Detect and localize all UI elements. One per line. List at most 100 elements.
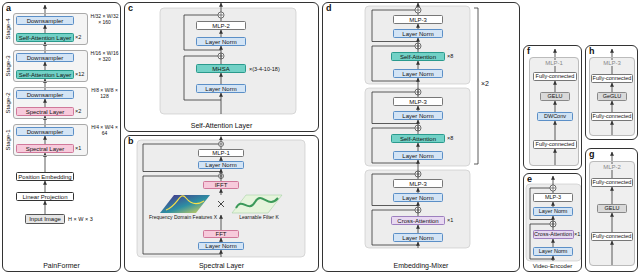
flow-arrow [553,216,554,230]
layer-box: Fully-connected [591,74,633,83]
text-holder: Cross-Attention [397,218,438,224]
box-label: Layer Norm [539,248,568,254]
box-label: Self-Attention [400,54,436,60]
layer-box: MLP-2 [196,21,246,30]
box-label: Layer Norm [402,153,433,159]
panel-caption: Spectral Layer [199,262,244,269]
flow-arrow [612,83,613,92]
flow-line [221,3,222,12]
text-holder: DWConv [544,114,566,120]
layer-box: DWConv [537,112,573,121]
add-plus [551,186,555,190]
box-label: Self-Attention Layer [19,72,72,78]
flow-arrow [45,136,46,144]
box-label: Layer Norm [402,235,433,241]
layer-box: GELU [540,92,570,101]
layer-box: Self-Attention Layer [16,70,74,79]
region-label: MLP-3 [602,60,622,66]
text-holder: Layer Norm [205,162,236,168]
frequency-surface [160,195,210,213]
layer-box: IFFT [203,181,239,189]
text-holder: Frequency Domain Features X [147,215,219,221]
layer-box: Fully-connected [533,140,577,149]
filter-wave [236,198,278,208]
text-holder: Layer Norm [402,235,433,241]
layer-box: Spectral Layer [16,144,74,153]
text-holder: GELU [548,94,563,100]
mlp-region: MLP-3Fully-connectedGeGLUFully-connected [589,57,635,136]
flow-arrow [555,101,556,112]
layer-box: Downsampler [16,90,74,99]
text-holder: Fully-connected [593,234,632,240]
repeat-count: ×(3-4-10-18) [249,66,280,72]
text-holder: Layer Norm [205,243,236,249]
box-label: Cross-Attention [534,231,572,237]
flow-line [221,215,222,230]
box-label: Position Embedding [18,174,71,180]
stage-box: Stage-1DownsamplerSpectral Layer [13,124,88,156]
repeat-count: ×1 [75,145,81,151]
text-holder: Fully-connected [593,180,632,186]
flow-arrow [45,79,46,90]
flow-arrow [221,169,222,181]
text-holder: PainFormer [3,262,120,269]
box-label: FFT [216,231,227,237]
text-holder: IFFT [215,182,228,188]
text-holder: MLP-3 [409,17,427,23]
box-label: Self-Attention Layer [19,35,72,41]
box-label: GELU [605,205,620,211]
flow-arrow [418,61,419,69]
box-label: Downsampler [27,129,64,135]
text-holder: Video-Encoder [524,263,581,269]
group-region [365,170,470,248]
flow-arrow [45,116,46,127]
text-holder: Layer Norm [539,249,568,255]
text-holder: Stage-2 [2,88,12,118]
text-holder: MLP-3 [590,60,634,66]
text-holder: ×(3-4-10-18) [249,66,295,72]
flow-line [553,176,554,185]
panel-box: dEmbedding-MixerMLP-3Layer NormSelf-Atte… [322,2,520,272]
text-holder: g [589,150,595,159]
panel-box: eVideo-EncoderMLP-3Layer NormCross-Atten… [523,173,582,272]
text-holder: Downsampler [27,18,64,24]
text-holder: MHSA [212,66,229,72]
layer-box: Layer Norm [196,37,246,46]
box-label: DWConv [544,113,566,119]
box-label: Layer Norm [205,243,236,249]
layer-box: MHSA [196,64,246,73]
flow-arrow [45,25,46,33]
text-holder: ×2 [481,80,501,88]
layer-box: Fully-connected [591,232,633,241]
text-holder: Embedding-Mixer [323,262,519,269]
text-holder: MLP-3 [409,99,427,105]
box-label: Layer Norm [205,39,236,45]
surface-peak [166,196,204,210]
text-holder: Layer Norm [402,113,433,119]
panel-letter: a [6,3,11,13]
region-label: MLP-2 [602,164,622,170]
text-holder: Fully-connected [593,114,632,120]
mlp-region: MLP-1Fully-connectedGELUDWConvFully-conn… [529,57,579,166]
box-label: Fully-connected [536,141,575,147]
layer-box: Downsampler [16,127,74,136]
repeat-count: ×2 [481,80,489,87]
flow-line [418,3,419,7]
text-holder: ×8 [447,135,465,141]
text-holder: Layer Norm [402,195,433,201]
layer-box: GeGLU [597,92,627,101]
repeat-count: ×8 [447,135,453,141]
text-holder: ×12 [75,71,87,77]
flow-line [221,250,222,257]
flow-line [612,121,613,136]
box-label: Layer Norm [539,208,568,214]
text-holder: FFT [216,231,227,237]
flow-line [45,5,46,16]
text-holder: MLP-3 [409,181,427,187]
add-plus [219,142,223,146]
layer-box: Downsampler [16,53,74,62]
box-label: Layer Norm [402,195,433,201]
box-label: Self-Attention [400,136,436,142]
container-fill [13,50,88,82]
